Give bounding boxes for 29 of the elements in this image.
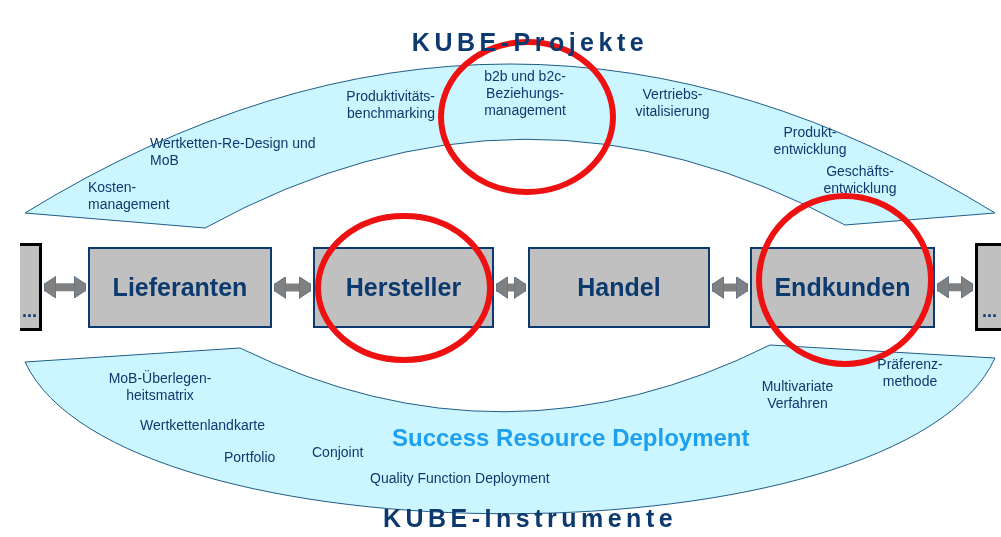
continuation-box	[975, 243, 1001, 331]
band-item-text: MoB-Überlegen- heitsmatrix	[107, 370, 213, 404]
band-item-text: Wertkettenlandkarte	[140, 417, 267, 434]
band-item-text: Quality Function Deployment	[370, 470, 551, 487]
band-item-text: Conjoint	[312, 444, 365, 461]
stage-box	[528, 247, 710, 328]
ellipsis-text: ...	[22, 302, 37, 320]
band-item-text: Portfolio	[224, 449, 277, 466]
band-item-text: Produktivitäts- benchmarking	[345, 88, 435, 122]
band-item-text: Success Resource Deployment	[392, 426, 751, 450]
band-heading: KUBE-Instrumente	[381, 506, 679, 531]
band-item-text: Präferenz- methode	[876, 356, 944, 390]
stage-label: Handel	[577, 271, 661, 303]
band-item-text: Geschäfts- entwicklung	[822, 163, 898, 197]
ellipsis-text: ...	[982, 302, 997, 320]
band-item-text: b2b und b2c- Beziehungs- management	[483, 68, 567, 119]
stage-label: Endkunden	[774, 271, 911, 303]
band-item-text: Kosten- management	[88, 179, 171, 213]
band-item-text: Wertketten-Re-Design und MoB	[150, 135, 317, 169]
band-heading: KUBE-Projekte	[410, 30, 650, 55]
continuation-box	[20, 243, 42, 331]
stage-label: Hersteller	[345, 271, 462, 303]
band-item-text: Vertriebs- vitalisierung	[634, 86, 711, 120]
band-item-text: Produkt- entwicklung	[772, 124, 848, 158]
band-item-text: Multivariate Verfahren	[760, 378, 835, 412]
stage-box	[750, 247, 935, 328]
stage-box	[88, 247, 272, 328]
stage-label: Lieferanten	[112, 271, 248, 303]
stage-box	[313, 247, 494, 328]
